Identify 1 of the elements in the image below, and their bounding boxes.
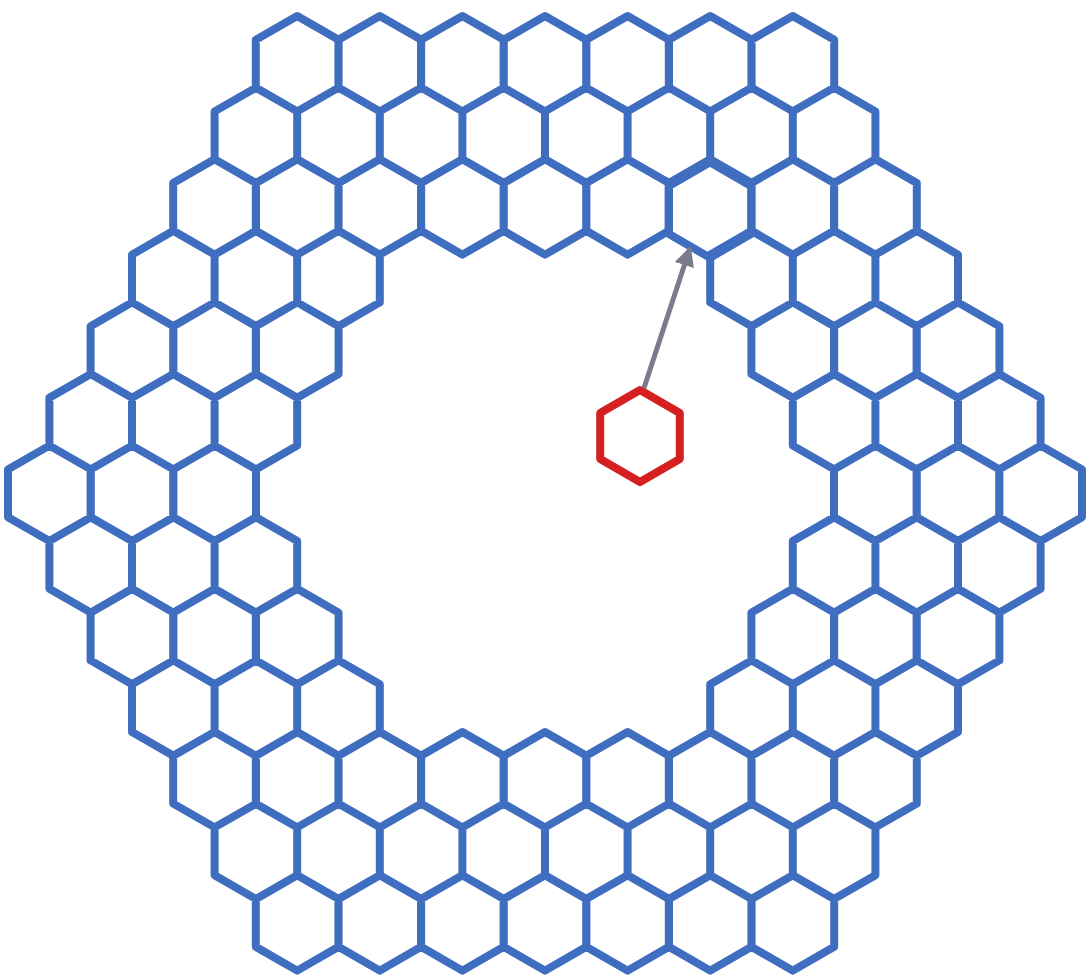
arrow: [641, 246, 694, 389]
